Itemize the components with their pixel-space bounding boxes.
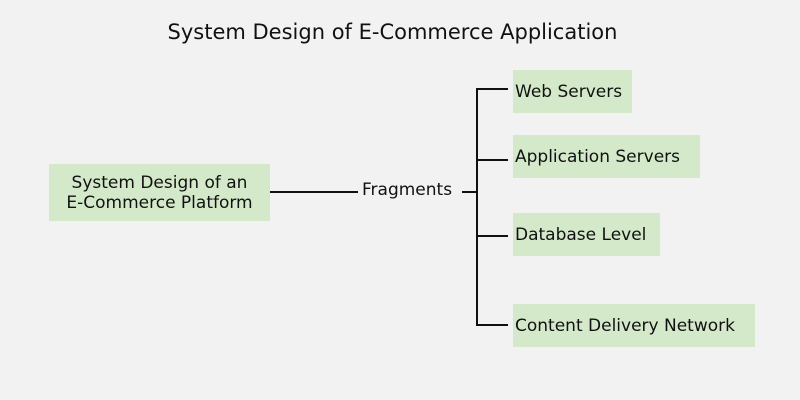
leaf-label: Application Servers xyxy=(515,146,680,167)
connector-fragments-stem xyxy=(462,191,477,193)
leaf-node-database-level: Database Level xyxy=(513,213,660,256)
connector-branch-cdn xyxy=(476,324,508,326)
connector-branch-application-servers xyxy=(476,159,508,161)
leaf-label: Database Level xyxy=(515,224,647,245)
connector-branch-web-servers xyxy=(476,88,508,90)
connector-branch-database-level xyxy=(476,235,508,237)
leaf-node-application-servers: Application Servers xyxy=(513,135,700,178)
leaf-node-content-delivery-network: Content Delivery Network xyxy=(513,304,755,347)
leaf-label: Web Servers xyxy=(515,81,623,102)
leaf-node-web-servers: Web Servers xyxy=(513,70,632,113)
connector-vertical-trunk xyxy=(476,88,478,326)
connector-root-to-fragments xyxy=(270,191,358,193)
fragments-node: Fragments xyxy=(362,180,453,200)
root-node-line1: System Design of an xyxy=(71,172,248,193)
leaf-label: Content Delivery Network xyxy=(515,315,735,336)
root-node: System Design of an E-Commerce Platform xyxy=(49,164,270,221)
diagram-title: System Design of E-Commerce Application xyxy=(167,20,618,44)
root-node-line2: E-Commerce Platform xyxy=(66,192,253,213)
